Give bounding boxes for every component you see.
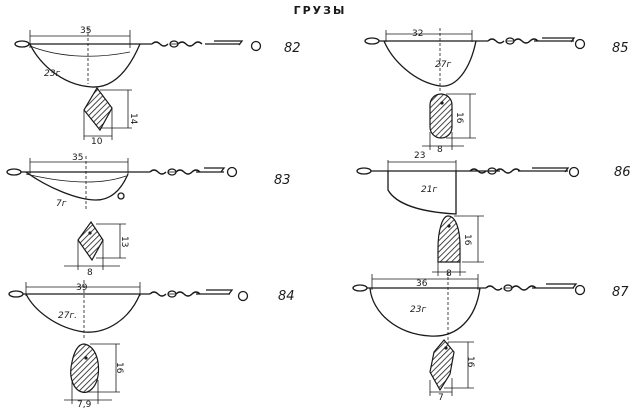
length-label-86: 23 — [414, 151, 425, 161]
figure-86: 23 21г 8 16 86 — [356, 151, 631, 279]
sinker-87-cross-section — [429, 339, 474, 396]
height-label-87: 16 — [465, 356, 475, 368]
sinker-82-side-view — [14, 28, 262, 88]
figure-number-86: 86 — [614, 165, 631, 180]
weight-label-87: 23г — [410, 305, 426, 315]
height-label-84: 16 — [114, 362, 124, 374]
weight-label-84: 27г. — [58, 311, 77, 321]
weight-label-86: 21г — [421, 185, 437, 195]
figure-number-85: 85 — [612, 41, 629, 56]
height-label-82: 14 — [128, 113, 138, 125]
width-label-84: 7,9 — [77, 400, 92, 410]
length-label-84: 39 — [76, 283, 88, 293]
length-label-83: 35 — [72, 153, 83, 163]
width-label-87: 7 — [438, 393, 444, 403]
height-label-83: 13 — [119, 236, 129, 247]
sinker-82-cross-section — [83, 86, 132, 140]
sinker-87-side-view — [352, 272, 586, 344]
sinker-85-cross-section — [422, 93, 476, 150]
weight-label-83: 7г — [56, 199, 67, 209]
weight-label-85: 27г — [435, 60, 451, 70]
figure-85: 32 27г 8 16 85 — [364, 28, 629, 155]
width-label-86: 8 — [446, 269, 452, 279]
figure-83: 35 7г 8 13 83 — [6, 153, 291, 278]
width-label-82: 10 — [91, 137, 103, 147]
sinker-84-cross-section — [64, 343, 120, 404]
figure-number-82: 82 — [284, 41, 301, 56]
figure-number-87: 87 — [612, 285, 629, 300]
height-label-86: 16 — [462, 234, 472, 246]
length-label-87: 36 — [416, 279, 428, 289]
figure-number-84: 84 — [278, 289, 295, 304]
length-label-85: 32 — [412, 29, 423, 39]
height-label-85: 16 — [454, 112, 464, 124]
figure-87: 36 23г 7 16 87 — [352, 272, 629, 403]
figure-82: 35 23г 10 14 82 — [14, 26, 301, 147]
figure-number-83: 83 — [274, 173, 291, 188]
sinker-86-side-view — [356, 160, 580, 215]
figure-84: 39 27г. 7,9 16 84 — [8, 280, 295, 410]
weight-label-82: 23г — [44, 69, 60, 79]
sinker-84-side-view — [8, 280, 249, 340]
length-label-82: 35 — [80, 26, 91, 36]
width-label-83: 8 — [87, 268, 93, 278]
sinker-83-side-view — [6, 156, 238, 210]
sinker-86-cross-section — [432, 215, 484, 276]
width-label-85: 8 — [437, 145, 443, 155]
sinker-83-cross-section — [64, 220, 126, 270]
sinker-85-side-view — [364, 28, 586, 92]
page-title: ГРУЗЫ — [293, 4, 347, 17]
